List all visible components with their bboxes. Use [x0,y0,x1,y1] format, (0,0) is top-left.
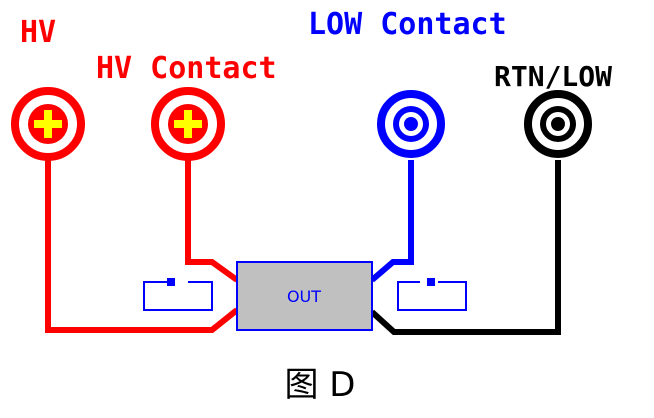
hv-terminal [11,87,85,161]
rtn-low-wire [369,160,561,335]
low-contact-wire [370,160,414,283]
hv-contact-terminal [151,87,225,161]
hv-contact-wire [185,160,239,283]
ring-icon [404,117,418,131]
right-connector-icon [397,278,467,311]
rtn-low-terminal [524,90,592,158]
out-box: OUT [236,261,373,331]
hv-label: HV [20,15,56,50]
hv-wire [45,160,239,333]
wires [45,160,561,335]
low-contact-terminal [377,90,445,158]
dot-icon [551,117,565,131]
out-label: OUT [287,287,321,306]
rtn-low-label: RTN/LOW [494,60,612,93]
low-contact-label: LOW Contact [308,7,507,42]
hv-contact-label: HV Contact [96,51,277,86]
left-connector-icon [143,278,213,311]
figure-caption: 图 D [285,365,356,405]
